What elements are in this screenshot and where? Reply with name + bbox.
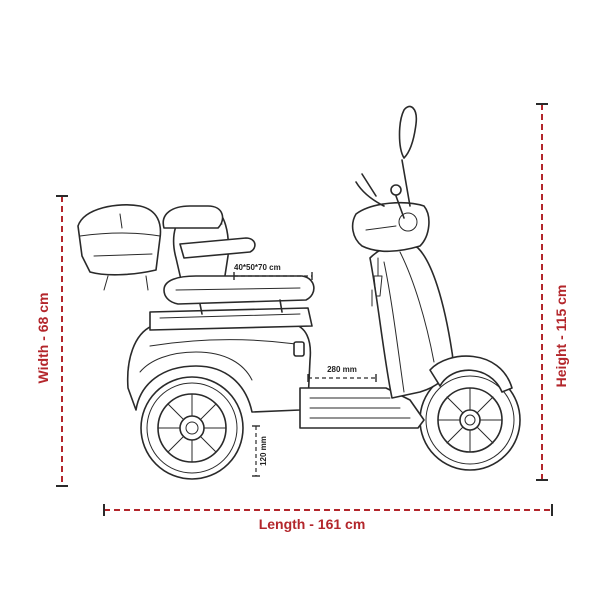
length-dimension: Length - 161 cm: [103, 504, 553, 532]
ground-clearance-label: 120 mm: [259, 436, 268, 466]
length-label: Length - 161 cm: [259, 516, 366, 532]
rear-body: [126, 323, 312, 413]
footboard-dimension: 280 mm: [307, 365, 377, 382]
storage-box-dimension: 40*50*70 cm: [233, 263, 313, 280]
footboard-label: 280 mm: [327, 365, 357, 374]
armrest: [179, 237, 256, 259]
rear-wheel: [140, 376, 244, 480]
front-wheel: [419, 369, 521, 471]
top-box: [77, 204, 162, 276]
storage-box-label: 40*50*70 cm: [234, 263, 281, 272]
height-dimension: Height - 115 cm: [536, 103, 569, 481]
width-label: Width - 68 cm: [35, 293, 51, 384]
ground-clearance-dimension: 120 mm: [252, 425, 268, 477]
width-dimension: Width - 68 cm: [35, 195, 68, 487]
seat-cushion: [163, 275, 315, 305]
height-label: Height - 115 cm: [553, 285, 569, 388]
scooter-illustration: [77, 105, 521, 480]
